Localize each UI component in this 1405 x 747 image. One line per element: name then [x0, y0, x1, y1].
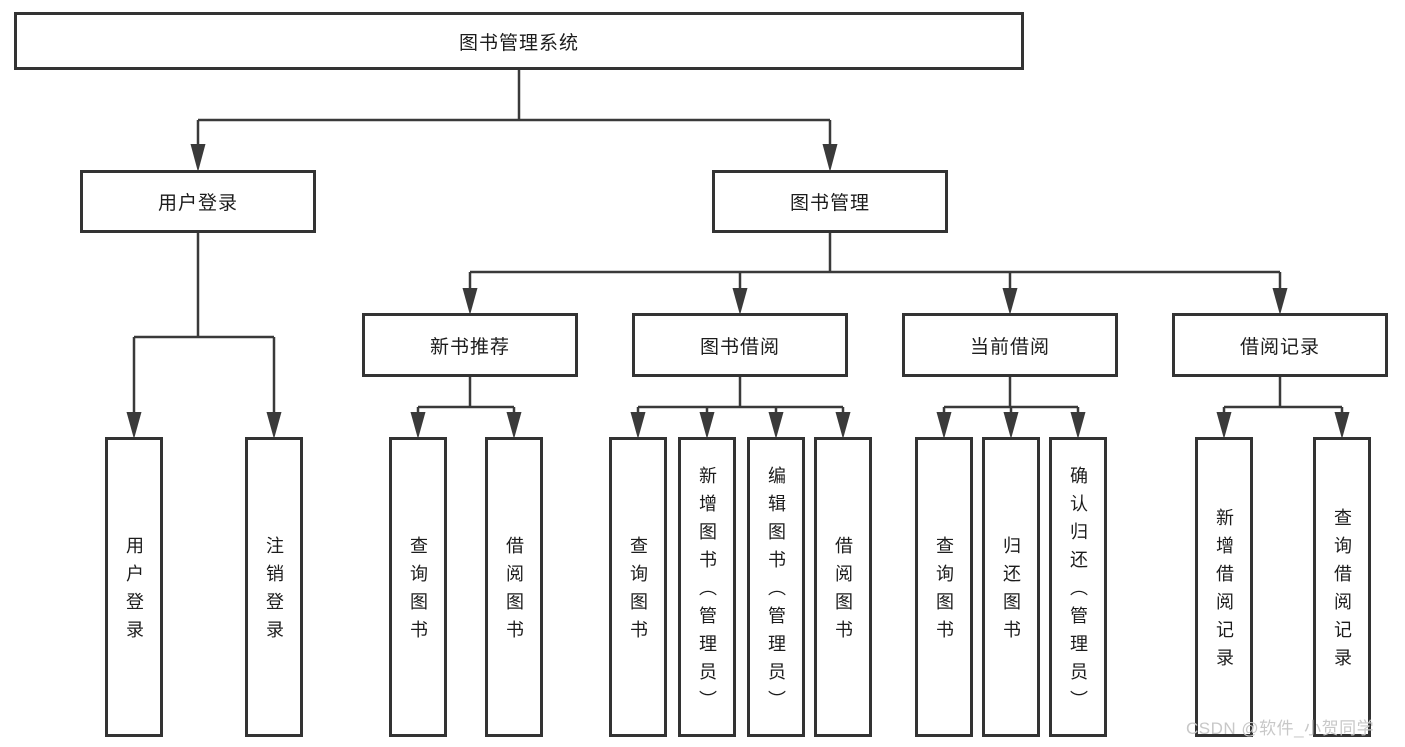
- leaf-borrow-books-recommend: 借阅图书: [485, 437, 543, 737]
- leaf-query-books-current-label: 查询图书: [934, 536, 954, 648]
- leaf-query-books-recommend-label: 查询图书: [408, 536, 428, 648]
- leaf-logout-label: 注销登录: [264, 536, 284, 648]
- leaf-user-login-label: 用户登录: [124, 536, 144, 648]
- node-current-borrowing: 当前借阅: [902, 313, 1118, 377]
- node-borrow-records-label: 借阅记录: [1239, 336, 1320, 358]
- leaf-borrow-books-borrowing-label: 借阅图书: [833, 536, 853, 648]
- node-library-system: 图书管理系统: [14, 12, 1024, 70]
- leaf-query-borrow-record: 查询借阅记录: [1313, 437, 1371, 737]
- leaf-query-borrow-record-label: 查询借阅记录: [1332, 508, 1352, 676]
- node-library-system-label: 图书管理系统: [458, 32, 579, 54]
- node-book-borrowing-label: 图书借阅: [699, 336, 780, 358]
- node-new-book-recommend-label: 新书推荐: [429, 336, 510, 358]
- node-book-management: 图书管理: [712, 170, 948, 233]
- leaf-user-login: 用户登录: [105, 437, 163, 737]
- leaf-edit-books-admin: 编辑图书（管理员）: [747, 437, 805, 737]
- node-borrow-records: 借阅记录: [1172, 313, 1388, 377]
- leaf-confirm-return-admin: 确认归还（管理员）: [1049, 437, 1107, 737]
- leaf-logout: 注销登录: [245, 437, 303, 737]
- leaf-query-books-borrowing: 查询图书: [609, 437, 667, 737]
- node-user-login: 用户登录: [80, 170, 316, 233]
- node-user-login-label: 用户登录: [157, 193, 238, 214]
- node-new-book-recommend: 新书推荐: [362, 313, 578, 377]
- leaf-query-books-recommend: 查询图书: [389, 437, 447, 737]
- leaf-return-books: 归还图书: [982, 437, 1040, 737]
- leaf-add-books-admin-label: 新增图书（管理员）: [697, 466, 717, 718]
- leaf-query-books-current: 查询图书: [915, 437, 973, 737]
- leaf-borrow-books-recommend-label: 借阅图书: [504, 536, 524, 648]
- node-book-management-label: 图书管理: [789, 193, 870, 214]
- leaf-return-books-label: 归还图书: [1001, 536, 1021, 648]
- leaf-edit-books-admin-label: 编辑图书（管理员）: [766, 466, 786, 718]
- csdn-watermark: CSDN @软件_小贺同学: [1186, 719, 1375, 738]
- leaf-confirm-return-admin-label: 确认归还（管理员）: [1068, 466, 1088, 718]
- leaf-borrow-books-borrowing: 借阅图书: [814, 437, 872, 737]
- leaf-add-borrow-record-label: 新增借阅记录: [1214, 508, 1234, 676]
- node-current-borrowing-label: 当前借阅: [969, 336, 1050, 358]
- leaf-add-books-admin: 新增图书（管理员）: [678, 437, 736, 737]
- leaf-query-books-borrowing-label: 查询图书: [628, 536, 648, 648]
- node-book-borrowing: 图书借阅: [632, 313, 848, 377]
- leaf-add-borrow-record: 新增借阅记录: [1195, 437, 1253, 737]
